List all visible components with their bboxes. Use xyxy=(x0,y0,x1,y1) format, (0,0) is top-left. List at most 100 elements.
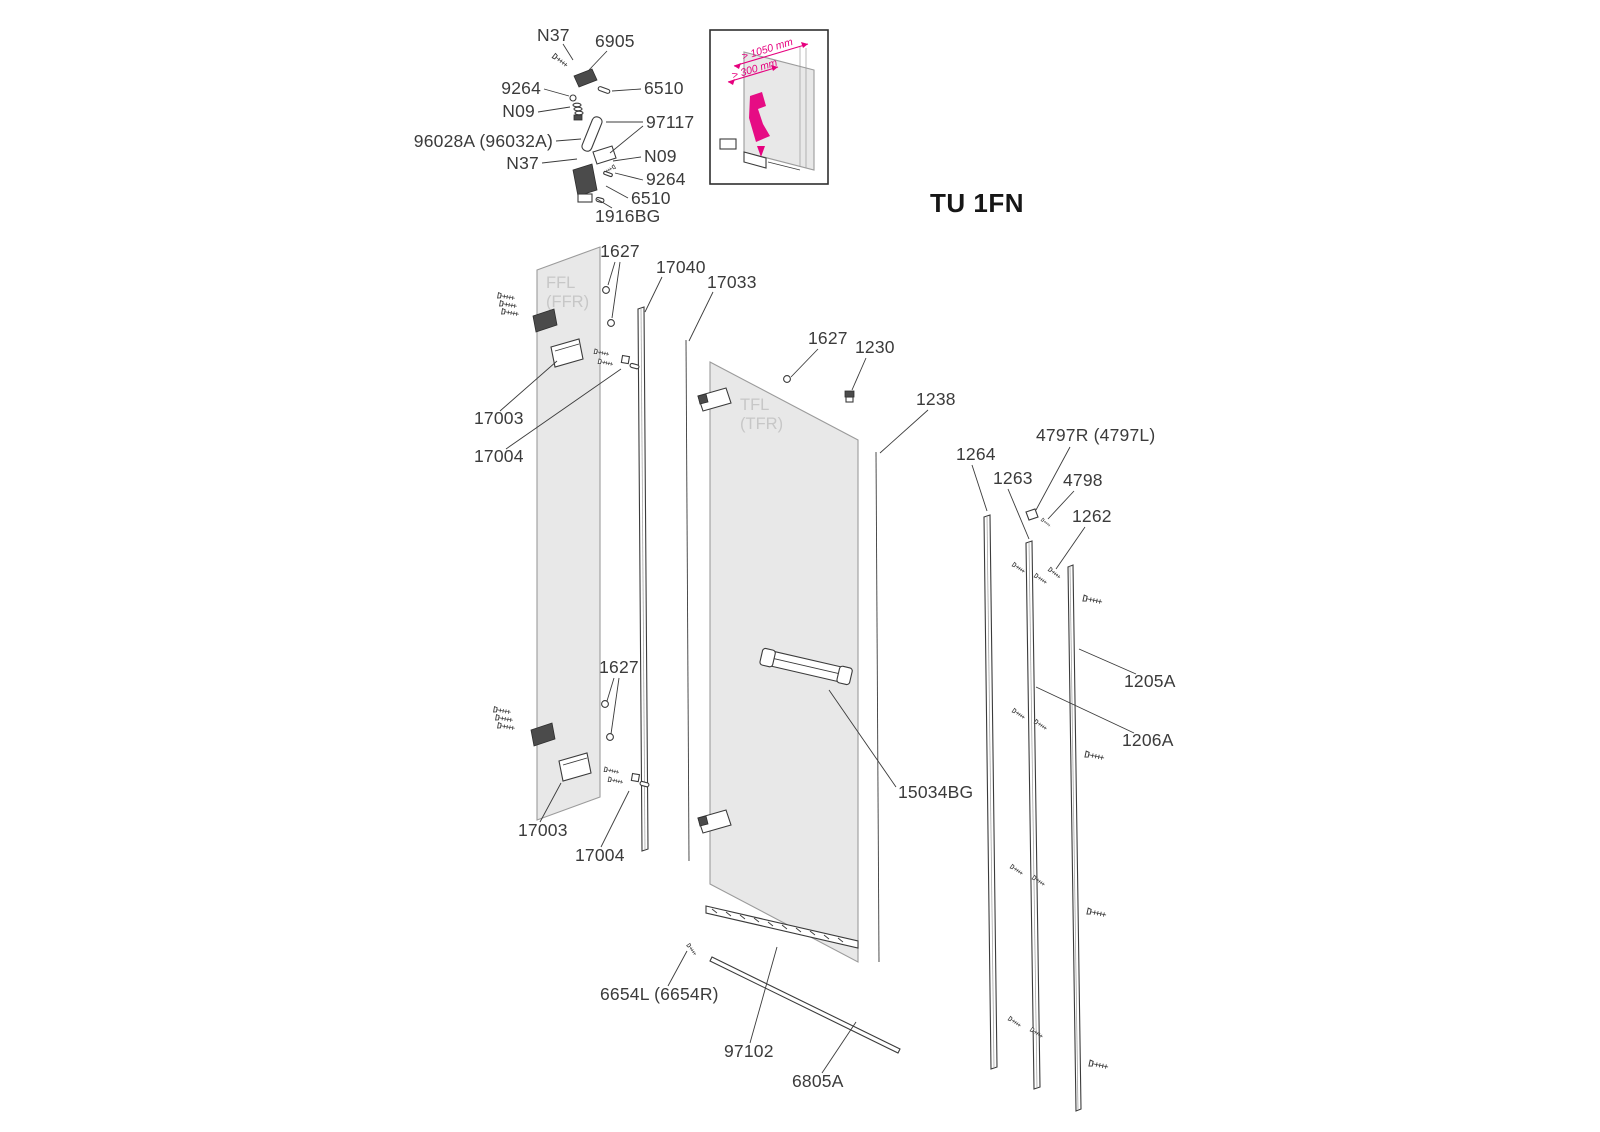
hinge-lower-leaf-part xyxy=(592,145,617,165)
leader-line xyxy=(749,946,778,1044)
screw-1262-icon xyxy=(1047,566,1062,580)
leader-line xyxy=(828,689,897,788)
pin-part xyxy=(595,196,605,204)
leader-line xyxy=(1055,526,1086,570)
leader-line xyxy=(614,172,644,181)
fixed-glass-panel xyxy=(536,246,601,821)
label-17003-bottom: 17003 xyxy=(518,820,568,840)
bracket-flange-part xyxy=(577,193,593,203)
label-9264-upper: 9264 xyxy=(501,78,541,98)
leader-line xyxy=(537,106,571,113)
screw-icon xyxy=(1033,572,1049,586)
label-1627-bottom: 1627 xyxy=(599,657,639,677)
label-n37-lower: N37 xyxy=(506,153,539,173)
clamp-detail-line xyxy=(562,757,588,766)
leader-line xyxy=(790,348,819,378)
hinge-barrel-part xyxy=(581,116,603,152)
screw-6654-icon xyxy=(686,943,698,957)
inset-bracket-part xyxy=(719,138,737,150)
label-1262: 1262 xyxy=(1072,506,1112,526)
label-1206a: 1206A xyxy=(1122,730,1174,750)
screw-4798-icon xyxy=(1040,517,1052,528)
label-6510-lower: 6510 xyxy=(631,188,671,208)
label-1916bg: 1916BG xyxy=(595,206,660,226)
clamp-bracket-part xyxy=(530,722,556,747)
leader-line xyxy=(609,125,644,154)
leader-line xyxy=(596,198,613,209)
label-17040: 17040 xyxy=(656,257,706,277)
screw-icon xyxy=(551,52,570,69)
screw-icon xyxy=(501,308,520,318)
handle-end-mount xyxy=(836,665,853,686)
profile-1205a-part xyxy=(1067,564,1082,1112)
label-4797: 4797R (4797L) xyxy=(1036,425,1155,445)
label-1205a: 1205A xyxy=(1124,671,1176,691)
label-17033: 17033 xyxy=(707,272,757,292)
label-1627-top: 1627 xyxy=(600,241,640,261)
label-97117: 97117 xyxy=(646,112,694,132)
leader-line xyxy=(1078,648,1137,675)
screw-icon xyxy=(497,722,516,732)
leader-line xyxy=(821,1021,857,1074)
label-6510-upper: 6510 xyxy=(644,78,684,98)
washer-part xyxy=(630,772,641,783)
glass-hole xyxy=(783,375,791,383)
model-title: TU 1FN xyxy=(930,188,1024,218)
hinge-pin-part xyxy=(597,86,611,94)
leader-line xyxy=(606,677,615,702)
label-9264-lower: 9264 xyxy=(646,169,686,189)
inset-sill-line xyxy=(767,161,801,171)
leader-line xyxy=(555,138,582,142)
screw-icon xyxy=(1086,907,1108,919)
screw-icon xyxy=(1082,594,1104,606)
label-n09-upper: N09 xyxy=(502,101,535,121)
down-arrow-icon xyxy=(757,146,765,157)
label-1263: 1263 xyxy=(993,468,1033,488)
screw-icon xyxy=(1011,561,1027,575)
leader-line xyxy=(971,464,988,512)
label-17003-top: 17003 xyxy=(474,408,524,428)
spring-part xyxy=(572,102,582,108)
leader-line xyxy=(611,261,621,319)
label-6905: 6905 xyxy=(595,31,635,51)
mounting-detail-inset: > 1050 mm > 300 mm xyxy=(709,29,829,185)
pin-17004-part xyxy=(629,362,640,370)
handle-end-mount xyxy=(759,647,776,668)
label-6805a: 6805A xyxy=(792,1071,844,1091)
clip-1230-base xyxy=(845,396,854,403)
label-96028a: 96028A (96032A) xyxy=(414,131,553,151)
label-17004-bottom: 17004 xyxy=(575,845,625,865)
label-n09-lower: N09 xyxy=(644,146,677,166)
hinge-assembly-detail: N37 6905 9264 6510 N09 97117 96028A (960… xyxy=(414,25,694,226)
screw-icon xyxy=(1011,707,1027,721)
bracket-end-cap xyxy=(697,393,709,405)
screw-icon xyxy=(607,776,624,786)
clamp-bracket-part xyxy=(532,308,558,333)
label-1627-door: 1627 xyxy=(808,328,848,348)
leader-line xyxy=(612,156,642,162)
label-1264: 1264 xyxy=(956,444,996,464)
clip-1230-part xyxy=(844,390,855,398)
leader-line xyxy=(1047,490,1075,520)
glass-hole xyxy=(602,286,610,294)
wall-bracket-part xyxy=(572,163,598,197)
door-panel-code-1: TFL xyxy=(740,396,769,414)
threshold-hatching xyxy=(711,908,844,943)
glass-hole xyxy=(601,700,609,708)
dimension-line xyxy=(733,43,809,67)
screw-icon xyxy=(493,706,512,716)
bracket-end-cap xyxy=(697,815,709,827)
leader-line xyxy=(588,50,608,71)
hinge-leaf-part xyxy=(573,68,598,88)
leader-line xyxy=(499,360,558,412)
highlighted-hinge-part xyxy=(749,92,770,142)
leader-line xyxy=(600,790,630,848)
wall-profiles-group: 1264 1263 4797R (4797L) 4798 1262 1205A … xyxy=(956,425,1176,1112)
clip-4797-part xyxy=(1025,508,1039,521)
glass-clamp-17003-part xyxy=(550,338,584,368)
inset-sill-part xyxy=(743,151,767,169)
arrowhead-icon xyxy=(734,63,741,69)
door-handle-15034bg xyxy=(759,647,853,686)
door-panel-code-2: (TFR) xyxy=(740,415,783,433)
leader-line xyxy=(539,782,562,823)
